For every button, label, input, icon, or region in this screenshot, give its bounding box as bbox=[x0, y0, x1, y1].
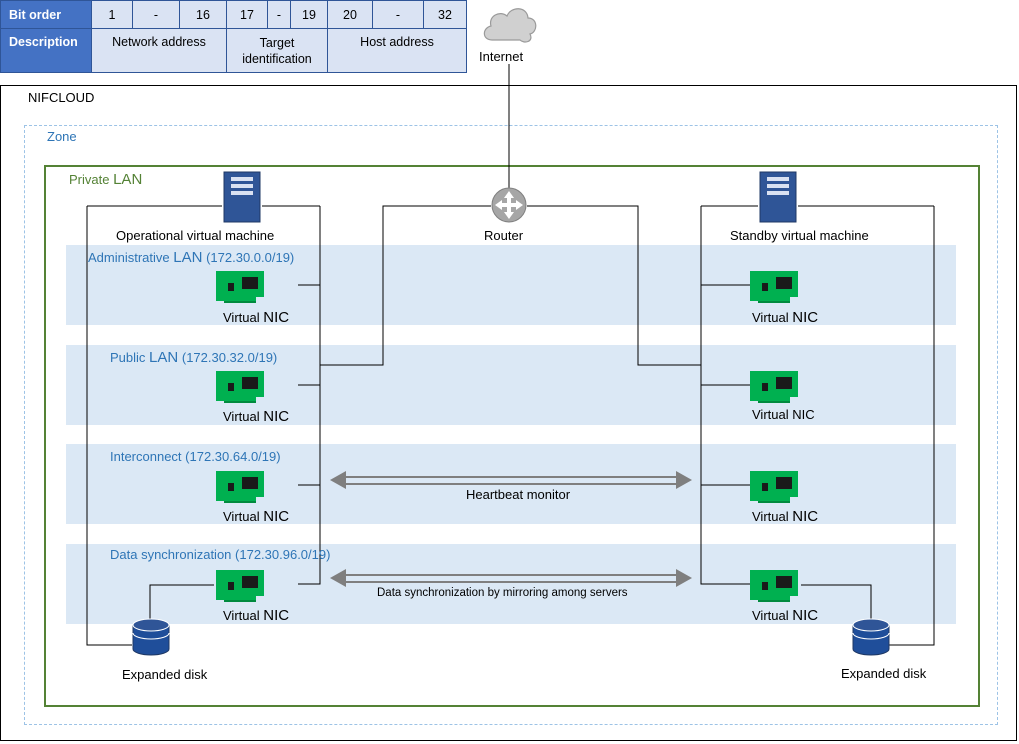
lan-word: LAN bbox=[149, 349, 179, 366]
disk-icon bbox=[132, 618, 170, 656]
zone-label: Zone bbox=[47, 129, 77, 144]
private-lan-boundary bbox=[44, 165, 980, 707]
nic-label: Virtual NIC bbox=[223, 607, 290, 624]
lan-cidr: (172.30.64.0/19) bbox=[185, 449, 281, 464]
nifcloud-label: NIFCLOUD bbox=[28, 90, 95, 105]
nic-label: Virtual NIC bbox=[752, 508, 819, 525]
nic-label: Virtual NIC bbox=[223, 408, 290, 425]
bit-cell: 20 bbox=[327, 0, 373, 29]
sync-label: Data synchronization by mirroring among … bbox=[377, 587, 628, 599]
private-lan-label-suffix: LAN bbox=[113, 171, 143, 188]
lan-cidr: (172.30.96.0/19) bbox=[235, 547, 331, 562]
interconnect-lan-label: Interconnect (172.30.64.0/19) bbox=[110, 449, 281, 464]
heartbeat-label: Heartbeat monitor bbox=[466, 487, 571, 502]
disk-icon bbox=[852, 618, 890, 656]
operational-server-icon bbox=[223, 171, 261, 223]
lan-cidr: (172.30.0.0/19) bbox=[206, 250, 295, 265]
standby-vm-label: Standby virtual machine bbox=[730, 228, 869, 243]
nic-label: Virtual NIC bbox=[223, 309, 290, 326]
description-header: Description bbox=[0, 28, 92, 73]
nic-label: Virtual NIC bbox=[223, 508, 290, 525]
right-disk-label: Expanded disk bbox=[841, 666, 927, 681]
private-lan-label-prefix: Private bbox=[69, 172, 110, 187]
bit-order-header: Bit order bbox=[0, 0, 92, 29]
nic-icon bbox=[750, 267, 800, 305]
nic-label: Virtual NIC bbox=[752, 309, 819, 326]
target-identification-cell: Target identification bbox=[226, 28, 328, 73]
nic-label: Virtual NIC bbox=[752, 607, 819, 624]
public-lan-label: Public LAN (172.30.32.0/19) bbox=[110, 349, 277, 366]
bit-order-table: Bit order 1 - 16 17 - 19 20 - 32 Descrip… bbox=[0, 0, 467, 73]
cloud-icon bbox=[483, 8, 537, 43]
lan-name: Data synchronization bbox=[110, 547, 232, 562]
left-disk-label: Expanded disk bbox=[122, 667, 208, 682]
standby-server-icon bbox=[759, 171, 797, 223]
heartbeat-arrow bbox=[330, 471, 692, 489]
lan-name: Public bbox=[110, 350, 146, 365]
data-sync-lan-label: Data synchronization (172.30.96.0/19) bbox=[110, 547, 330, 562]
public-lan-band bbox=[66, 345, 956, 425]
data-sync-lan-band bbox=[66, 544, 956, 624]
router-label: Router bbox=[484, 228, 524, 243]
bit-cell: 17 bbox=[226, 0, 268, 29]
nic-icon bbox=[216, 367, 266, 405]
operational-vm-label: Operational virtual machine bbox=[116, 228, 275, 243]
sync-arrow bbox=[330, 569, 692, 587]
nic-icon bbox=[216, 566, 266, 604]
private-lan-label: Private LAN bbox=[69, 171, 142, 188]
lan-cidr: (172.30.32.0/19) bbox=[181, 350, 278, 365]
router-icon bbox=[491, 187, 527, 223]
nic-icon bbox=[750, 467, 800, 505]
lan-name: Administrative bbox=[88, 250, 170, 265]
bit-cell: 32 bbox=[423, 0, 467, 29]
nic-icon bbox=[750, 367, 800, 405]
nic-icon bbox=[216, 467, 266, 505]
internet-label: Internet bbox=[479, 49, 524, 64]
nic-icon bbox=[750, 566, 800, 604]
nic-label: Virtual NIC bbox=[752, 407, 815, 422]
zone-boundary bbox=[24, 125, 998, 725]
host-address-cell: Host address bbox=[327, 28, 467, 73]
nic-icon bbox=[216, 267, 266, 305]
lan-name: Interconnect bbox=[110, 449, 182, 464]
administrative-lan-band bbox=[66, 245, 956, 325]
network-address-cell: Network address bbox=[91, 28, 227, 73]
administrative-lan-label: Administrative LAN (172.30.0.0/19) bbox=[88, 249, 294, 266]
bit-cell: 19 bbox=[290, 0, 328, 29]
bit-cell: - bbox=[132, 0, 180, 29]
bit-cell: 16 bbox=[179, 0, 227, 29]
lan-word: LAN bbox=[173, 249, 203, 266]
